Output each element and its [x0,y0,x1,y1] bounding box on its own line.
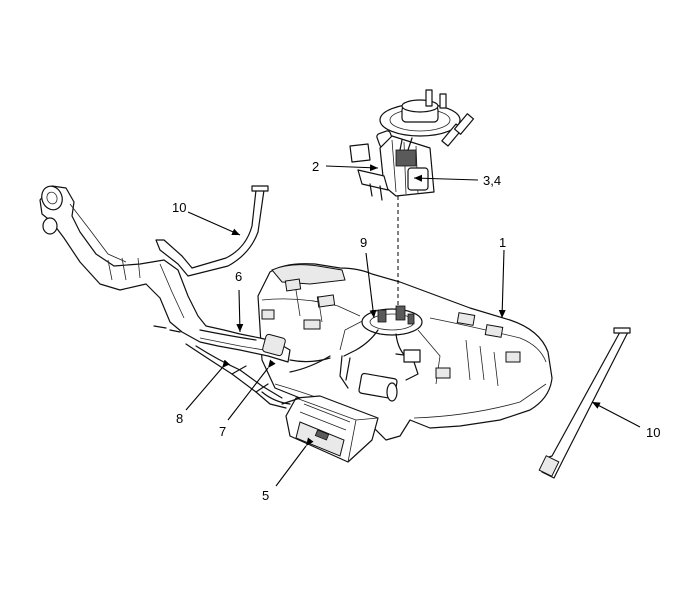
fuel-pump-module [349,89,475,201]
fuel-filter-assembly [289,349,421,402]
callout-3-4: 3,4 [483,173,501,188]
leader-lines [185,164,641,487]
callout-5: 5 [262,488,269,503]
callout-6: 6 [235,269,242,284]
callout-7: 7 [219,424,226,439]
callout-8: 8 [176,411,183,426]
tank-strap-right [538,327,631,479]
tank-strap-left [155,185,269,277]
callout-9: 9 [360,235,367,250]
fuel-pump-flange [343,305,423,361]
canister [261,391,379,463]
callout-10-right: 10 [646,425,660,440]
callout-1: 1 [499,235,506,250]
callout-10-left: 10 [172,200,186,215]
callout-2: 2 [312,159,319,174]
filler-neck [39,185,291,363]
